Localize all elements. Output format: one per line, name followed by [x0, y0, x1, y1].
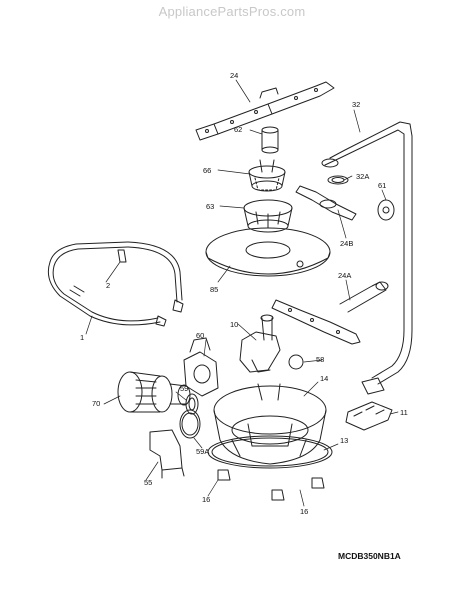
callout-label: 66 [203, 166, 211, 175]
callout-label: 2 [106, 281, 110, 290]
lower-spray-arm [271, 281, 389, 345]
callout-label: 14 [320, 374, 328, 383]
callout-label: 11 [400, 408, 408, 417]
mounting-bracket [149, 429, 185, 479]
callout-labels: 24 62 32 66 32A 61 63 24B 85 24A 2 1 60 … [80, 71, 408, 516]
turbidity-sensor [345, 401, 393, 431]
bearing-disc [377, 199, 395, 221]
tube-seal [327, 175, 349, 185]
callout-label: 61 [378, 181, 386, 190]
pump-housing [239, 314, 281, 373]
diagram-code: MCDB350NB1A [338, 551, 401, 561]
callout-label: 63 [206, 202, 214, 211]
filter-cup [243, 199, 293, 233]
water-feed-tube [321, 121, 413, 395]
callout-label: 58 [316, 355, 324, 364]
callout-label: 32 [352, 100, 360, 109]
callout-label: 13 [340, 436, 348, 445]
callout-label: 55 [144, 478, 152, 487]
spray-arm-nut [261, 126, 279, 154]
pump-motor-bracket [183, 337, 219, 397]
hub-assembly [248, 159, 286, 192]
seal-ring [185, 393, 199, 415]
leader-lines [85, 79, 399, 507]
drain-pump-motor [117, 371, 191, 413]
callout-label: 1 [80, 333, 84, 342]
middle-spray-arm [295, 185, 357, 221]
gasket-ring [179, 409, 201, 439]
callout-label: 70 [92, 399, 100, 408]
leveling-foot-left [217, 469, 231, 481]
sump-gasket [207, 435, 333, 469]
leveling-foot-right [271, 477, 325, 501]
upper-spray-arm [195, 81, 335, 141]
callout-label: 85 [210, 285, 218, 294]
callout-label: 24A [338, 271, 351, 280]
callout-label: 24 [230, 71, 238, 80]
callout-label: 16 [300, 507, 308, 516]
callout-label: 60 [196, 331, 204, 340]
callout-label: 59A [196, 447, 209, 456]
callout-label: 24B [340, 239, 353, 248]
callout-label: 32A [356, 172, 369, 181]
callout-label: 16 [202, 495, 210, 504]
heating-element [47, 241, 184, 327]
callout-label: 59 [180, 384, 188, 393]
check-ball [288, 354, 304, 370]
filter-screen [205, 227, 331, 277]
callout-label: 10 [230, 320, 238, 329]
site-watermark: AppliancePartsPros.com [158, 4, 306, 19]
sump-assembly [213, 383, 327, 465]
callout-label: 62 [234, 125, 242, 134]
